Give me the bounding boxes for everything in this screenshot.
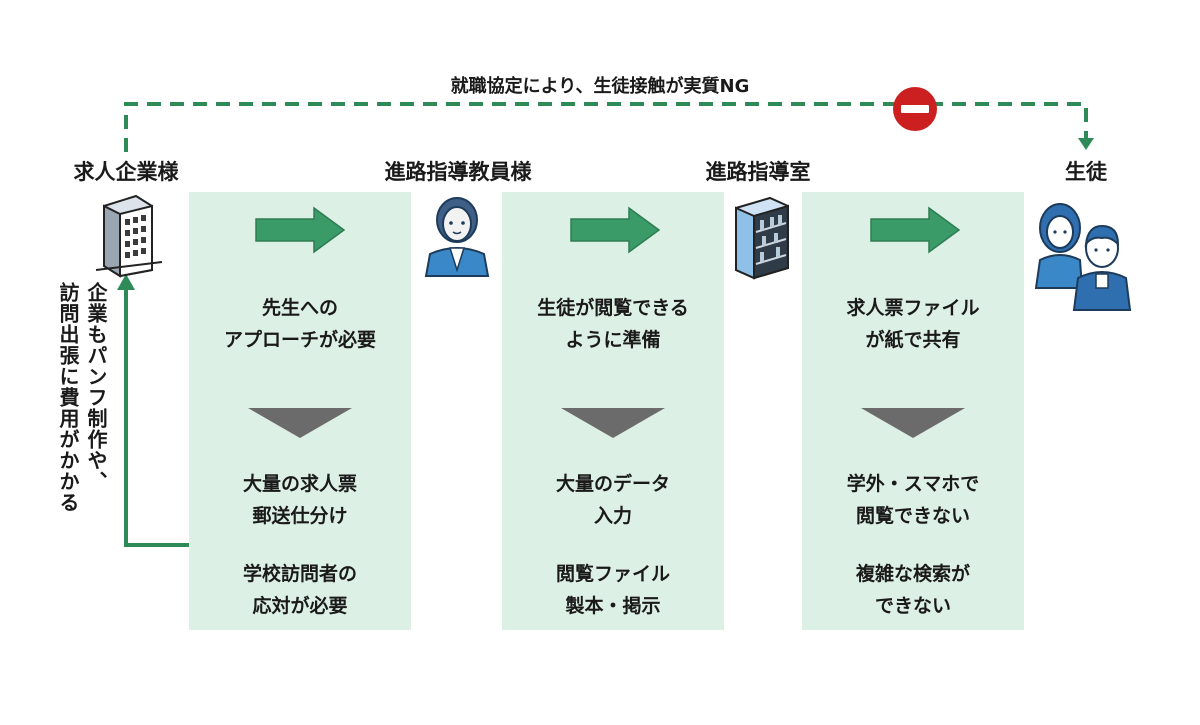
panel-issue-line: 学外・スマホで <box>846 473 980 495</box>
panel-header-line: アプローチが必要 <box>223 329 376 351</box>
stage-label-teacher: 進路指導教員様 <box>384 160 532 184</box>
stage-label-guidance-room: 進路指導室 <box>705 160 811 184</box>
down-triangle-icon <box>561 408 665 438</box>
flow-arrow-right-icon <box>870 206 961 254</box>
panel-header-line: 生徒が閲覧できる <box>537 297 689 319</box>
panel-header-line: が紙で共有 <box>865 329 961 351</box>
panel-issue-line: 閲覧ファイル <box>555 563 670 585</box>
company-cost-note-line-1: 企業もパンフ制作や、 <box>84 282 108 492</box>
stage-label-students: 生徒 <box>1065 160 1107 184</box>
panel-issue-line: 学校訪問者の <box>242 563 357 585</box>
panel-issue-line: できない <box>874 595 951 617</box>
panel-header-line: ように準備 <box>565 329 661 351</box>
no-entry-icon <box>893 87 937 131</box>
panel-header-line: 求人票ファイル <box>846 297 980 319</box>
panel-issue-line: 閲覧できない <box>855 505 970 527</box>
panel-issue-line: 入力 <box>593 505 632 527</box>
panel-issue-line: 応対が必要 <box>252 595 348 617</box>
female-teacher-icon <box>424 197 490 277</box>
company-cost-note-line-2: 訪問出張に費用がかかる <box>56 282 80 513</box>
panel-issue-line: 複雑な検索が <box>855 563 970 585</box>
flow-arrow-right-icon <box>255 206 346 254</box>
panel-issue: 大量の求人票 郵送仕分け <box>189 468 411 532</box>
panel-header-line: 先生への <box>261 297 338 319</box>
panel-issue-line: 大量のデータ <box>555 473 670 495</box>
panel-issue-line: 大量の求人票 <box>242 473 357 495</box>
panel-student-viewing-prep: 生徒が閲覧できる ように準備 大量のデータ 入力 閲覧ファイル 製本・掲示 <box>502 192 724 630</box>
flow-arrow-right-icon <box>570 206 661 254</box>
panel-issue: 学校訪問者の 応対が必要 <box>189 558 411 622</box>
panel-issue: 複雑な検索が できない <box>802 558 1024 622</box>
panel-issue: 大量のデータ 入力 <box>502 468 724 532</box>
company-cost-note: 企業もパンフ制作や、 訪問出張に費用がかかる <box>54 282 110 562</box>
bookshelf-icon <box>735 196 789 280</box>
panel-issue: 学外・スマホで 閲覧できない <box>802 468 1024 532</box>
stage-label-company: 求人企業様 <box>73 160 179 184</box>
down-triangle-icon <box>861 408 965 438</box>
restriction-note: 就職協定により、生徒接触が実質NG <box>450 76 750 97</box>
panel-header: 求人票ファイル が紙で共有 <box>802 292 1024 356</box>
panel-issue-line: 郵送仕分け <box>252 505 348 527</box>
office-building-icon <box>95 194 163 278</box>
panel-header: 先生への アプローチが必要 <box>189 292 411 356</box>
panel-header: 生徒が閲覧できる ように準備 <box>502 292 724 356</box>
panel-issue-line: 製本・掲示 <box>565 595 661 617</box>
students-icon <box>1034 203 1132 311</box>
down-triangle-icon <box>248 408 352 438</box>
panel-issue: 閲覧ファイル 製本・掲示 <box>502 558 724 622</box>
